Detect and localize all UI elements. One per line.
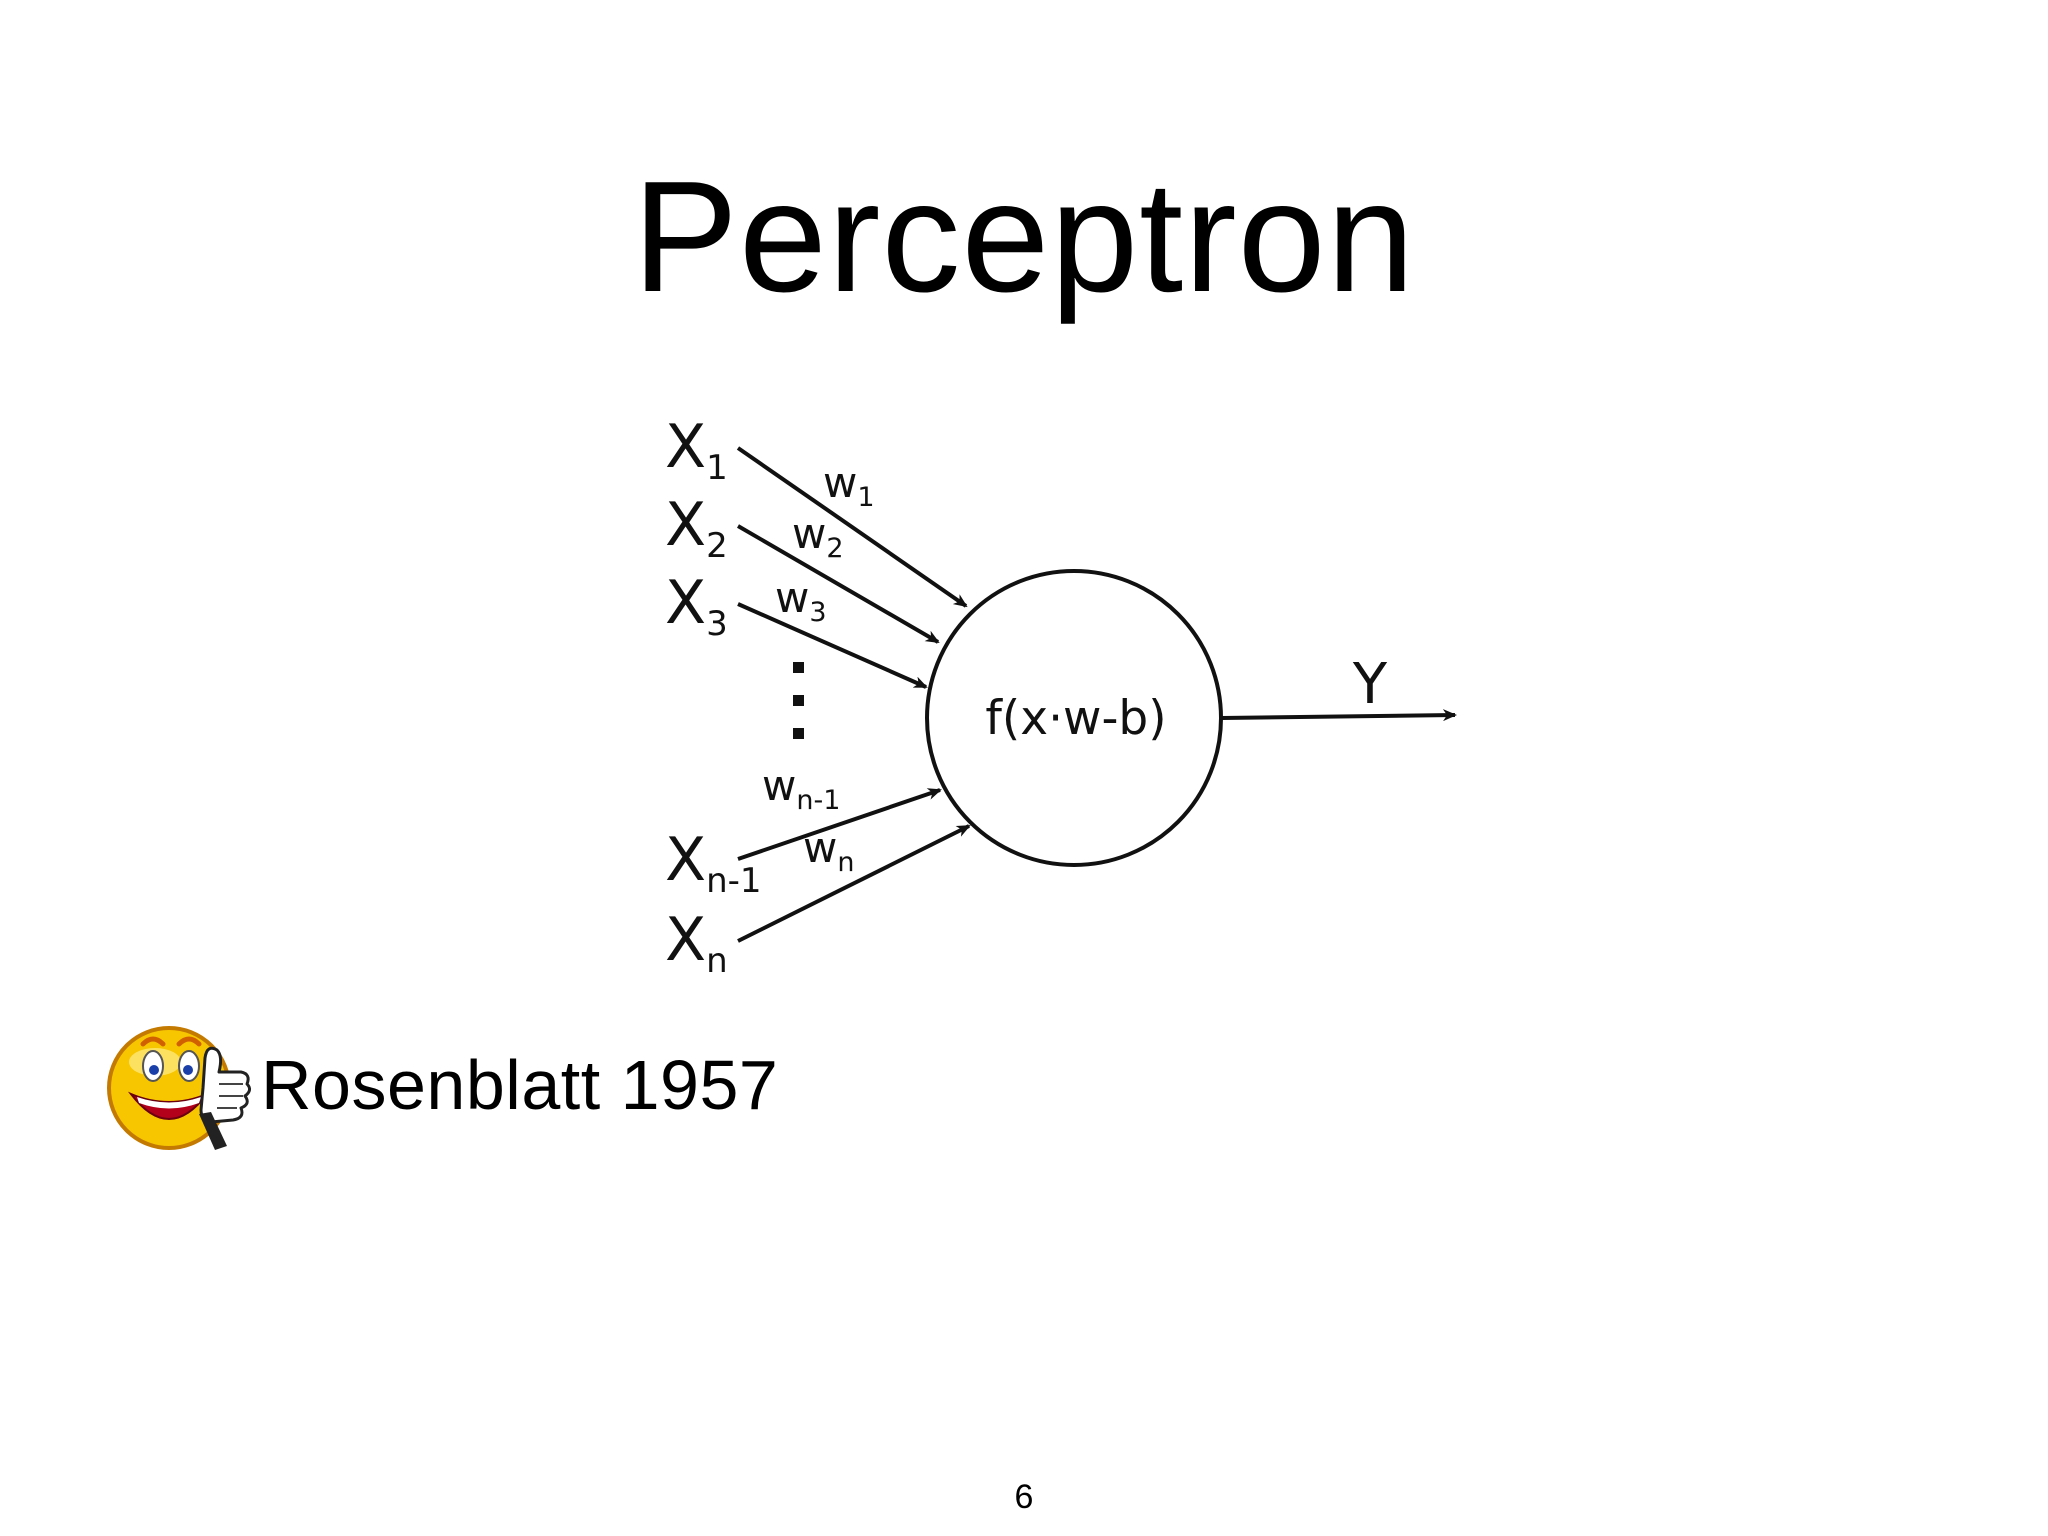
smiley-thumbs-up-icon <box>107 1026 252 1150</box>
weight-label-wn-1: wn-1 <box>762 761 840 816</box>
slide-number: 6 <box>1014 1478 1034 1516</box>
output-label: Y <box>1352 652 1388 717</box>
input-label-xn: Xn <box>665 905 728 981</box>
slide-title: Perceptron <box>632 149 1416 325</box>
credit-line: Rosenblatt 1957 <box>103 1010 778 1160</box>
credit-text: Rosenblatt 1957 <box>261 1046 779 1124</box>
weight-label-w3: w3 <box>775 573 827 628</box>
edge-output <box>1221 709 1457 722</box>
edge-x2 <box>736 524 940 644</box>
input-label-x3: X3 <box>665 568 728 644</box>
edge-x3 <box>737 602 928 689</box>
input-label-x1: X1 <box>665 412 728 488</box>
weight-label-w2: w2 <box>792 509 844 564</box>
input-label-xn-1: Xn-1 <box>665 825 762 901</box>
ellipsis-dots <box>793 662 804 739</box>
neuron-node <box>925 569 1223 867</box>
input-label-x2: X2 <box>665 490 728 566</box>
edge-x1 <box>736 446 968 608</box>
edge-xn-1 <box>737 788 942 861</box>
weight-label-wn: wn <box>803 823 854 878</box>
weight-label-w1: w1 <box>823 458 875 513</box>
neuron-function-label: f(x·w-b) <box>985 691 1166 746</box>
edge-xn <box>737 824 971 943</box>
